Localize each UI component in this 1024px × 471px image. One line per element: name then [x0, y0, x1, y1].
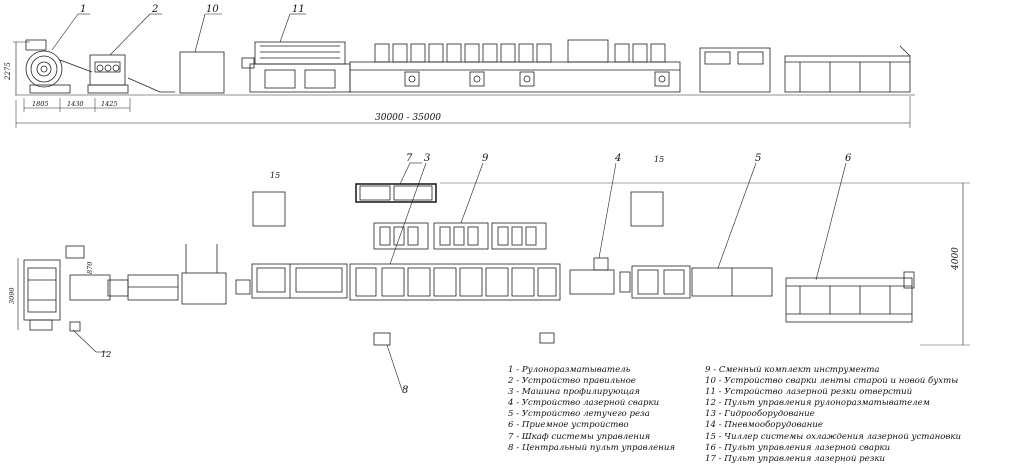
legend-item: 10 - Устройство сварки ленты старой и но…	[705, 376, 959, 387]
welding-unit-side	[179, 51, 225, 94]
laser-cutting-plan	[235, 263, 348, 299]
uncoiler-side	[25, 39, 93, 94]
callout-7: 7	[406, 153, 413, 164]
dim-1805: 1805	[32, 100, 49, 108]
plan-view	[17, 162, 970, 391]
legend-item: 2 - Устройство правильное	[508, 376, 636, 387]
runout-table-plan	[785, 271, 915, 323]
legend-item: 15 - Чиллер системы охлаждения лазерной …	[705, 431, 962, 442]
callout-8: 8	[402, 385, 408, 396]
dim-4000: 4000	[951, 247, 961, 271]
flying-cut-side	[699, 47, 771, 93]
legend-item: 16 - Пульт управления лазерной сварки	[705, 442, 891, 453]
laser-cutting-side	[241, 41, 351, 93]
legend-item: 11 - Устройство лазерной резки отверстий	[705, 387, 913, 398]
legend-item: 12 - Пульт управления рулоноразматывател…	[705, 398, 930, 409]
legend-left: 1 - Рулоноразматыватель 2 - Устройство п…	[508, 365, 675, 454]
callout-9: 9	[482, 153, 489, 164]
legend-item: 1 - Рулоноразматыватель	[508, 365, 631, 375]
legend-item: 3 - Машина профилирующая	[508, 387, 640, 398]
callout-6: 6	[845, 153, 852, 164]
chiller-2	[630, 191, 664, 227]
dim-height-2275: 2275	[4, 62, 12, 81]
legend-item: 5 - Устройство летучего реза	[508, 409, 650, 420]
dim-870: 870	[86, 262, 94, 274]
callout-10: 10	[206, 4, 219, 15]
callout-15a: 15	[270, 171, 280, 180]
legend-item: 9 - Сменный комплект инструмента	[705, 365, 880, 375]
flying-cut-plan	[631, 265, 773, 299]
plan-view-labels: 7 3 9 4 15 15 5 6 12 8 4000 3090 870	[8, 153, 961, 396]
side-view	[13, 13, 915, 128]
legend-item: 6 - Приемное устройство	[508, 420, 629, 431]
uncoiler-control-panel	[69, 321, 81, 332]
roll-former-plan	[349, 263, 561, 301]
callout-4: 4	[614, 153, 621, 164]
callout-3: 3	[424, 153, 430, 164]
roll-former-side	[349, 39, 681, 93]
uncoiler-plan	[23, 245, 85, 331]
legend-right: 9 - Сменный комплект инструмента 10 - Ус…	[705, 365, 961, 465]
callout-11: 11	[292, 4, 305, 15]
callout-12: 12	[101, 350, 111, 359]
legend-item: 7 - Шкаф системы управления	[508, 431, 651, 442]
central-control-panel	[373, 332, 391, 346]
control-cabinets	[355, 183, 437, 203]
callout-2: 2	[151, 4, 158, 15]
legend-item: 8 - Центральный пульт управления	[508, 442, 676, 453]
callout-5: 5	[755, 153, 761, 164]
legend-item: 13 - Гидрооборудование	[705, 409, 815, 420]
callout-15b: 15	[654, 155, 664, 164]
dim-overall: 30000 - 35000	[375, 113, 441, 123]
callout-1: 1	[80, 4, 86, 15]
dim-1425: 1425	[101, 100, 118, 108]
legend-item: 17 - Пульт управления лазерной резки	[705, 453, 886, 464]
straightener-plan	[69, 274, 179, 301]
dim-1430: 1430	[67, 100, 84, 108]
welding-unit-plan	[181, 244, 227, 305]
straightener-side	[87, 54, 175, 94]
laser-welding-plan	[569, 257, 631, 295]
laser-control-panel	[539, 332, 555, 344]
side-view-labels: 1 2 10 11 2275 1805 1430 1425 30000 - 35…	[4, 4, 441, 123]
legend-item: 4 - Устройство лазерной сварки	[508, 398, 660, 409]
legend-item: 14 - Пневмооборудование	[705, 420, 823, 431]
dim-3090: 3090	[8, 287, 16, 304]
runout-table-side	[784, 45, 911, 93]
chiller-1	[252, 191, 286, 227]
